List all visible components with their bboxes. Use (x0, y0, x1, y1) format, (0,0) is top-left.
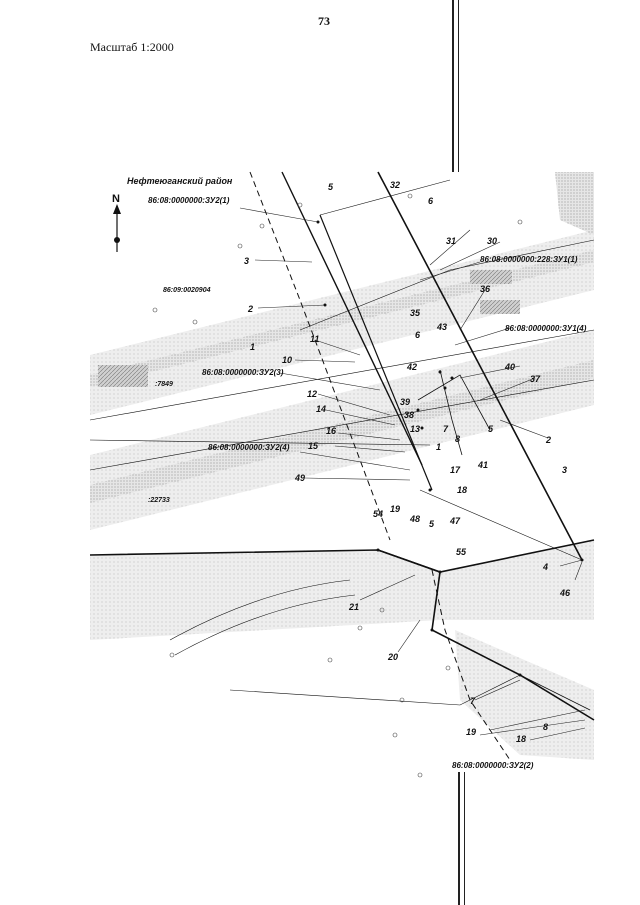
line-thin-8 (89, 439, 431, 446)
point-numbers: 5 32 6 3 31 30 2 36 35 43 1 11 6 10 42 4… (244, 180, 571, 744)
point-number: 19 (466, 727, 476, 737)
point-number: 10 (282, 355, 292, 365)
point-number: 8 (543, 722, 548, 732)
point-number: 55 (456, 547, 467, 557)
point-number: 2 (247, 304, 253, 314)
parcel-label: 86:08:0000000:ЗУ1(4) (505, 324, 587, 333)
sheet-edge-line-top (452, 0, 454, 175)
point-number: 5 (328, 182, 334, 192)
point-number: 16 (326, 426, 337, 436)
line-creek-2 (174, 594, 356, 656)
point-number: 43 (436, 322, 447, 332)
point-number: 46 (559, 588, 571, 598)
point-number: 36 (480, 284, 491, 294)
point-number: 40 (504, 362, 515, 372)
point-number: 5 (429, 519, 435, 529)
shaded-areas (90, 172, 594, 760)
line-thin-3 (299, 239, 595, 331)
point-number: 20 (387, 652, 398, 662)
line-thin-4 (319, 179, 451, 216)
point-number: 30 (487, 236, 497, 246)
point-number: 4 (542, 562, 548, 572)
point-number: 41 (477, 460, 488, 470)
line-thin-2 (89, 379, 595, 471)
scale-label: Масштаб 1:2000 (90, 40, 174, 54)
point-number: 7 (443, 424, 449, 434)
line-thin-6 (229, 674, 521, 706)
sheet-edge-line-bottom (458, 770, 460, 905)
point-number: 32 (390, 180, 400, 190)
arrow-up-icon (113, 204, 121, 214)
boundary-lines (89, 171, 595, 761)
parcel-label: 86:08:0000000:ЗУ2(1) (148, 196, 230, 205)
parcel-labels: 86:08:0000000:ЗУ2(1) 86:08:0000000:228:З… (148, 196, 587, 770)
parcel-label: :7849 (155, 381, 173, 388)
north-label: N (112, 193, 120, 205)
point-number: 1 (436, 442, 441, 452)
line-main-diag-2 (319, 214, 433, 491)
point-number: 42 (406, 362, 417, 372)
road-upper (90, 250, 594, 387)
point-number: 21 (348, 602, 359, 612)
point-number: 19 (390, 504, 400, 514)
point-number: 13 (410, 424, 420, 434)
parcel-label: :22733 (148, 497, 170, 504)
point-number: 15 (308, 441, 319, 451)
hatched-block-1 (98, 365, 148, 387)
point-number: 18 (516, 734, 526, 744)
point-number: 49 (294, 473, 305, 483)
point-number: 39 (400, 397, 410, 407)
parcel-label: 86:08:0000000:ЗУ2(3) (202, 368, 284, 377)
road-middle (90, 360, 594, 503)
line-thin-5 (419, 489, 583, 561)
hatched-block-2 (470, 270, 512, 284)
point-number: 6 (415, 330, 421, 340)
point-number: 17 (450, 465, 461, 475)
leader-lines (239, 207, 586, 741)
district-label: Нефтеюганский район (127, 176, 233, 186)
point-number: 14 (316, 404, 326, 414)
band-lower (90, 540, 594, 640)
point-number: 38 (404, 410, 414, 420)
band-top-right (555, 172, 594, 235)
point-number: 35 (410, 308, 421, 318)
point-number: 7 (470, 696, 476, 706)
point-number: 48 (409, 514, 420, 524)
parcel-label: 86:08:0000000:ЗУ2(4) (208, 443, 290, 452)
vertex-dots (316, 220, 584, 677)
line-creek-1 (169, 579, 351, 641)
line-polygon-small (417, 374, 491, 431)
line-thin-7 (519, 674, 591, 711)
line-thin-1 (89, 329, 595, 421)
parcel-label: 86:08:0000000:ЗУ2(2) (452, 761, 534, 770)
sheet-edge-line-top-2 (458, 0, 459, 175)
map-symbols (152, 193, 523, 778)
point-number: 3 (244, 256, 249, 266)
line-main-diag-3 (377, 171, 583, 561)
point-number: 54 (373, 509, 383, 519)
page-number: 73 (318, 14, 330, 28)
parcel-label: 86:09:0020904 (163, 287, 211, 294)
point-number: 2 (545, 435, 551, 445)
point-number: 6 (428, 196, 434, 206)
parcel-label: 86:08:0000000:228:ЗУ1(1) (480, 255, 578, 264)
point-number: 37 (530, 374, 541, 384)
point-number: 3 (562, 465, 567, 475)
line-district-boundary (249, 171, 391, 541)
point-number: 47 (449, 516, 461, 526)
point-number: 11 (310, 334, 319, 344)
sheet-edge-line-bottom-2 (464, 770, 465, 905)
point-number: 18 (457, 485, 467, 495)
point-number: 8 (455, 434, 460, 444)
line-main-diag-1 (281, 171, 423, 466)
line-polygon-small-2 (439, 369, 463, 456)
point-number: 1 (250, 342, 255, 352)
north-arrow: N (112, 193, 121, 252)
point-number: 5 (488, 424, 494, 434)
point-number: 12 (307, 389, 317, 399)
point-number: 31 (446, 236, 456, 246)
hatched-block-3 (480, 300, 520, 314)
band-bottom-right (455, 630, 594, 760)
